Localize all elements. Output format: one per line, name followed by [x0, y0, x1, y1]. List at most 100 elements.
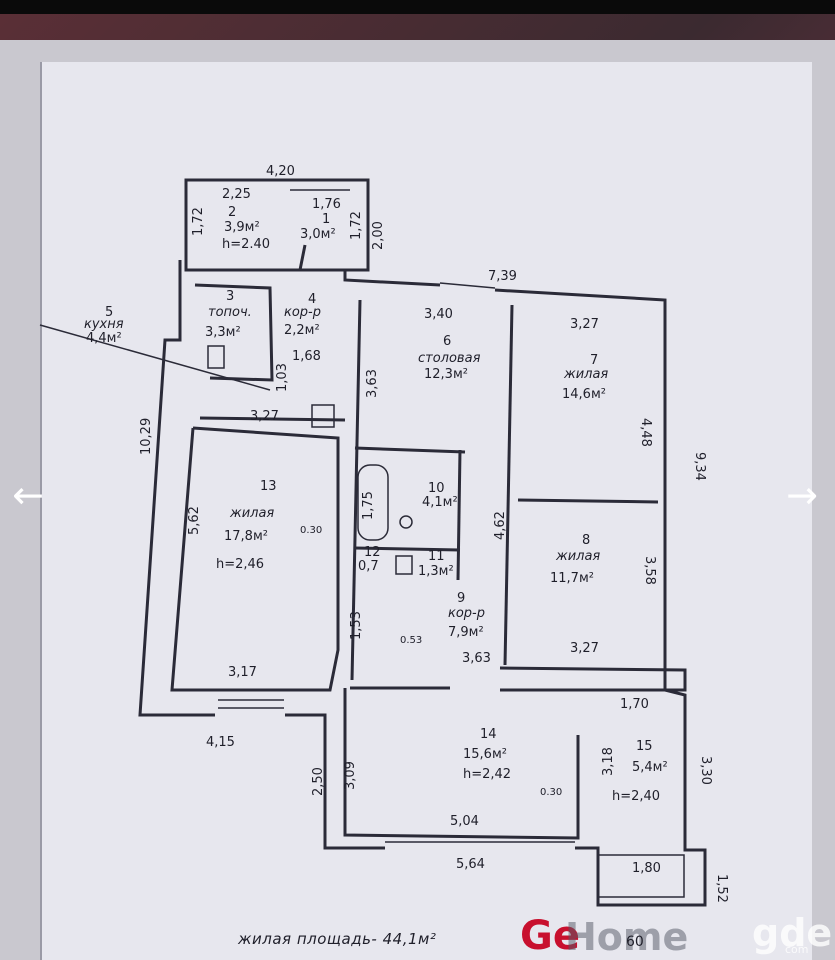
- dim-label: 1,52: [714, 874, 729, 903]
- window: [439, 282, 496, 289]
- room-14-number: 14: [480, 727, 497, 742]
- room-1-area: 3,0м²: [300, 227, 336, 242]
- dim-label: 0.30: [540, 787, 563, 798]
- stove: [207, 345, 225, 369]
- room-5-name: кухня: [84, 317, 124, 332]
- room-11-number: 11: [428, 549, 445, 564]
- dim-label: 3,58: [642, 556, 657, 585]
- dim-label: 2,00: [371, 221, 386, 250]
- dim-label: 3,27: [570, 317, 599, 332]
- bathtub: [357, 464, 389, 541]
- room-2-number: 2: [228, 205, 237, 220]
- room-wall: [170, 426, 340, 692]
- room-15-number: 15: [636, 739, 653, 754]
- room-wall: [503, 304, 514, 666]
- dim-label: 3,18: [601, 747, 616, 776]
- outer-wall: [343, 270, 441, 287]
- outer-wall: [184, 178, 370, 272]
- room-8-area: 11,7м²: [550, 571, 594, 586]
- site-watermark: gde: [752, 911, 833, 955]
- dim-label: 2,50: [311, 767, 326, 796]
- room-wall: [199, 416, 346, 422]
- dim-label: 3,27: [570, 641, 599, 656]
- room-wall: [517, 498, 659, 504]
- dim-label: 60: [626, 934, 644, 950]
- dim-label: 3,40: [424, 307, 453, 322]
- dim-label: 3,09: [343, 761, 358, 790]
- room-11-area: 1,3м²: [418, 564, 454, 579]
- room-6-number: 6: [443, 334, 452, 349]
- room-4-number: 4: [308, 292, 317, 307]
- room-8-name: жилая: [556, 549, 601, 564]
- dim-label: 3,63: [365, 369, 380, 398]
- dim-label: 3,17: [228, 665, 257, 680]
- room-7-area: 14,6м²: [562, 387, 606, 402]
- dim-label: 4,62: [493, 511, 508, 540]
- room-6-area: 12,3м²: [424, 367, 468, 382]
- dim-label: 3,63: [462, 651, 491, 666]
- dim-label: 1,53: [349, 611, 364, 640]
- leader-line: [39, 324, 271, 391]
- dim-label: 1,72: [349, 211, 364, 240]
- room-5-area: 4,4м²: [86, 331, 122, 346]
- room-14-area: 15,6м²: [463, 747, 507, 762]
- outer-wall: [494, 288, 667, 690]
- dim-label: 1,75: [361, 491, 376, 520]
- room-14-height: h=2,42: [463, 767, 512, 782]
- outer-wall: [138, 260, 215, 717]
- dim-label: 5,04: [450, 814, 479, 829]
- dim-label: 2,25: [222, 187, 251, 202]
- room-15-area: 5,4м²: [632, 760, 668, 775]
- dim-label: 3,30: [698, 756, 713, 785]
- room-10-number: 10: [428, 481, 445, 496]
- room-12-number: 12: [364, 545, 381, 560]
- room-wall: [354, 546, 461, 552]
- dim-label: 1,76: [312, 197, 341, 212]
- room-3-number: 3: [226, 289, 235, 304]
- dim-label: 1,70: [620, 697, 649, 712]
- room-wall: [350, 299, 362, 681]
- dim-label: 4,48: [638, 418, 653, 447]
- dim-label: 7,39: [488, 269, 517, 284]
- dim-label: 9,34: [692, 452, 707, 481]
- dim-label: 1,72: [191, 207, 206, 236]
- room-9-name: кор-р: [448, 606, 486, 621]
- room-2-height: h=2.40: [222, 237, 271, 252]
- living-area-caption: жилая площадь- 44,1м²: [238, 930, 437, 948]
- dim-label: 4,15: [206, 735, 235, 750]
- room-3-area: 3,3м²: [205, 325, 241, 340]
- room-8-number: 8: [582, 533, 591, 548]
- outer-wall: [285, 713, 385, 850]
- room-wall: [343, 688, 580, 840]
- dim-label: 1,68: [292, 349, 321, 364]
- watermark-logo: Ge: [520, 913, 580, 959]
- floor-plan-sheet: [40, 62, 812, 960]
- next-image-button[interactable]: →: [786, 473, 818, 517]
- room-7-number: 7: [590, 353, 599, 368]
- room-7-name: жилая: [564, 367, 609, 382]
- dim-label: 5,62: [187, 506, 202, 535]
- room-wall: [456, 449, 462, 581]
- room-wall: [298, 244, 307, 271]
- room-10-area: 4,1м²: [422, 495, 458, 510]
- chimney: [311, 404, 335, 428]
- room-13-height: h=2,46: [216, 557, 265, 572]
- room-5-number: 5: [105, 305, 114, 320]
- room-13-name: жилая: [230, 506, 275, 521]
- room-wall: [499, 666, 687, 692]
- prev-image-button[interactable]: ←: [12, 473, 44, 517]
- top-bar: [0, 0, 835, 14]
- dim-label: 5,64: [456, 857, 485, 872]
- room-6-name: столовая: [418, 351, 481, 366]
- room-4-name: кор-р: [284, 305, 322, 320]
- watermark-logo-text: Home: [565, 915, 689, 959]
- toilet: [395, 555, 413, 575]
- room-4-area: 2,2м²: [284, 323, 320, 338]
- dim-label: 0.30: [300, 525, 323, 536]
- dim-label: 4,20: [266, 164, 295, 179]
- room-13-area: 17,8м²: [224, 529, 268, 544]
- room-12-area: 0,7: [358, 559, 379, 574]
- dim-label: 3,27: [250, 409, 279, 424]
- room-wall: [194, 283, 274, 382]
